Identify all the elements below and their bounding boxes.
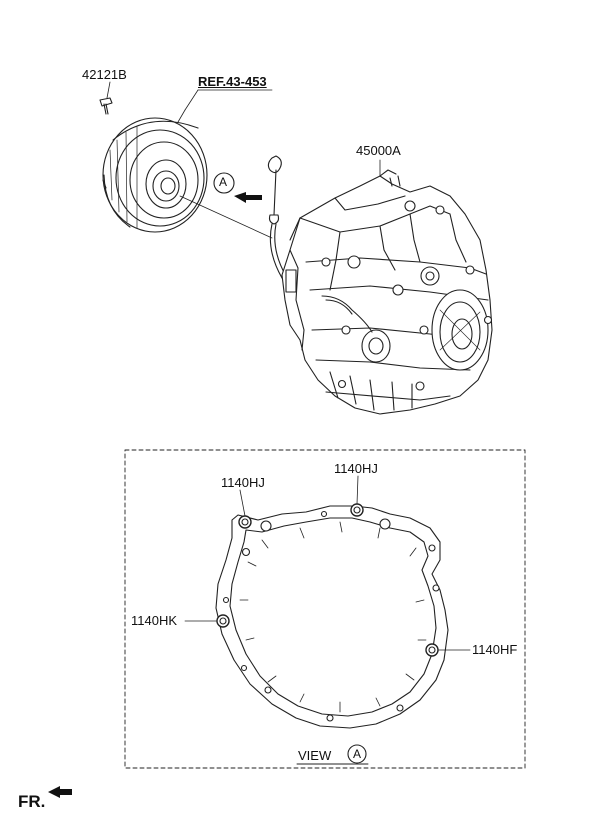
- view-a-circle: [347, 744, 367, 764]
- view-a-frame: [124, 449, 526, 769]
- view-caption: VIEW: [298, 748, 332, 763]
- label-1140hj-left: 1140HJ: [221, 475, 265, 490]
- label-1140hf: 1140HF: [472, 642, 518, 657]
- label-45000a: 45000A: [356, 143, 401, 158]
- gasket-plate: [184, 475, 471, 729]
- bolt-42121b-icon: [99, 81, 113, 115]
- label-1140hk: 1140HK: [131, 613, 178, 628]
- transaxle-assembly: [281, 159, 493, 415]
- bolt-1140hj-left-icon: [238, 515, 252, 529]
- label-1140hj-right: 1140HJ: [334, 461, 378, 476]
- label-ref-43-453[interactable]: REF.43-453: [198, 74, 267, 89]
- arrow-left-icon: [234, 192, 262, 203]
- view-letter: A: [353, 747, 362, 761]
- view-a-marker: [213, 172, 235, 194]
- front-arrow-icon: [48, 786, 72, 798]
- bolt-1140hj-right-icon: [350, 503, 364, 517]
- label-42121b: 42121B: [82, 67, 127, 82]
- bolt-1140hk-icon: [216, 614, 230, 628]
- label-view-marker: A: [219, 175, 228, 189]
- torque-converter: [102, 89, 273, 233]
- bolt-1140hf-icon: [425, 643, 439, 657]
- front-indicator: FR.: [18, 792, 46, 811]
